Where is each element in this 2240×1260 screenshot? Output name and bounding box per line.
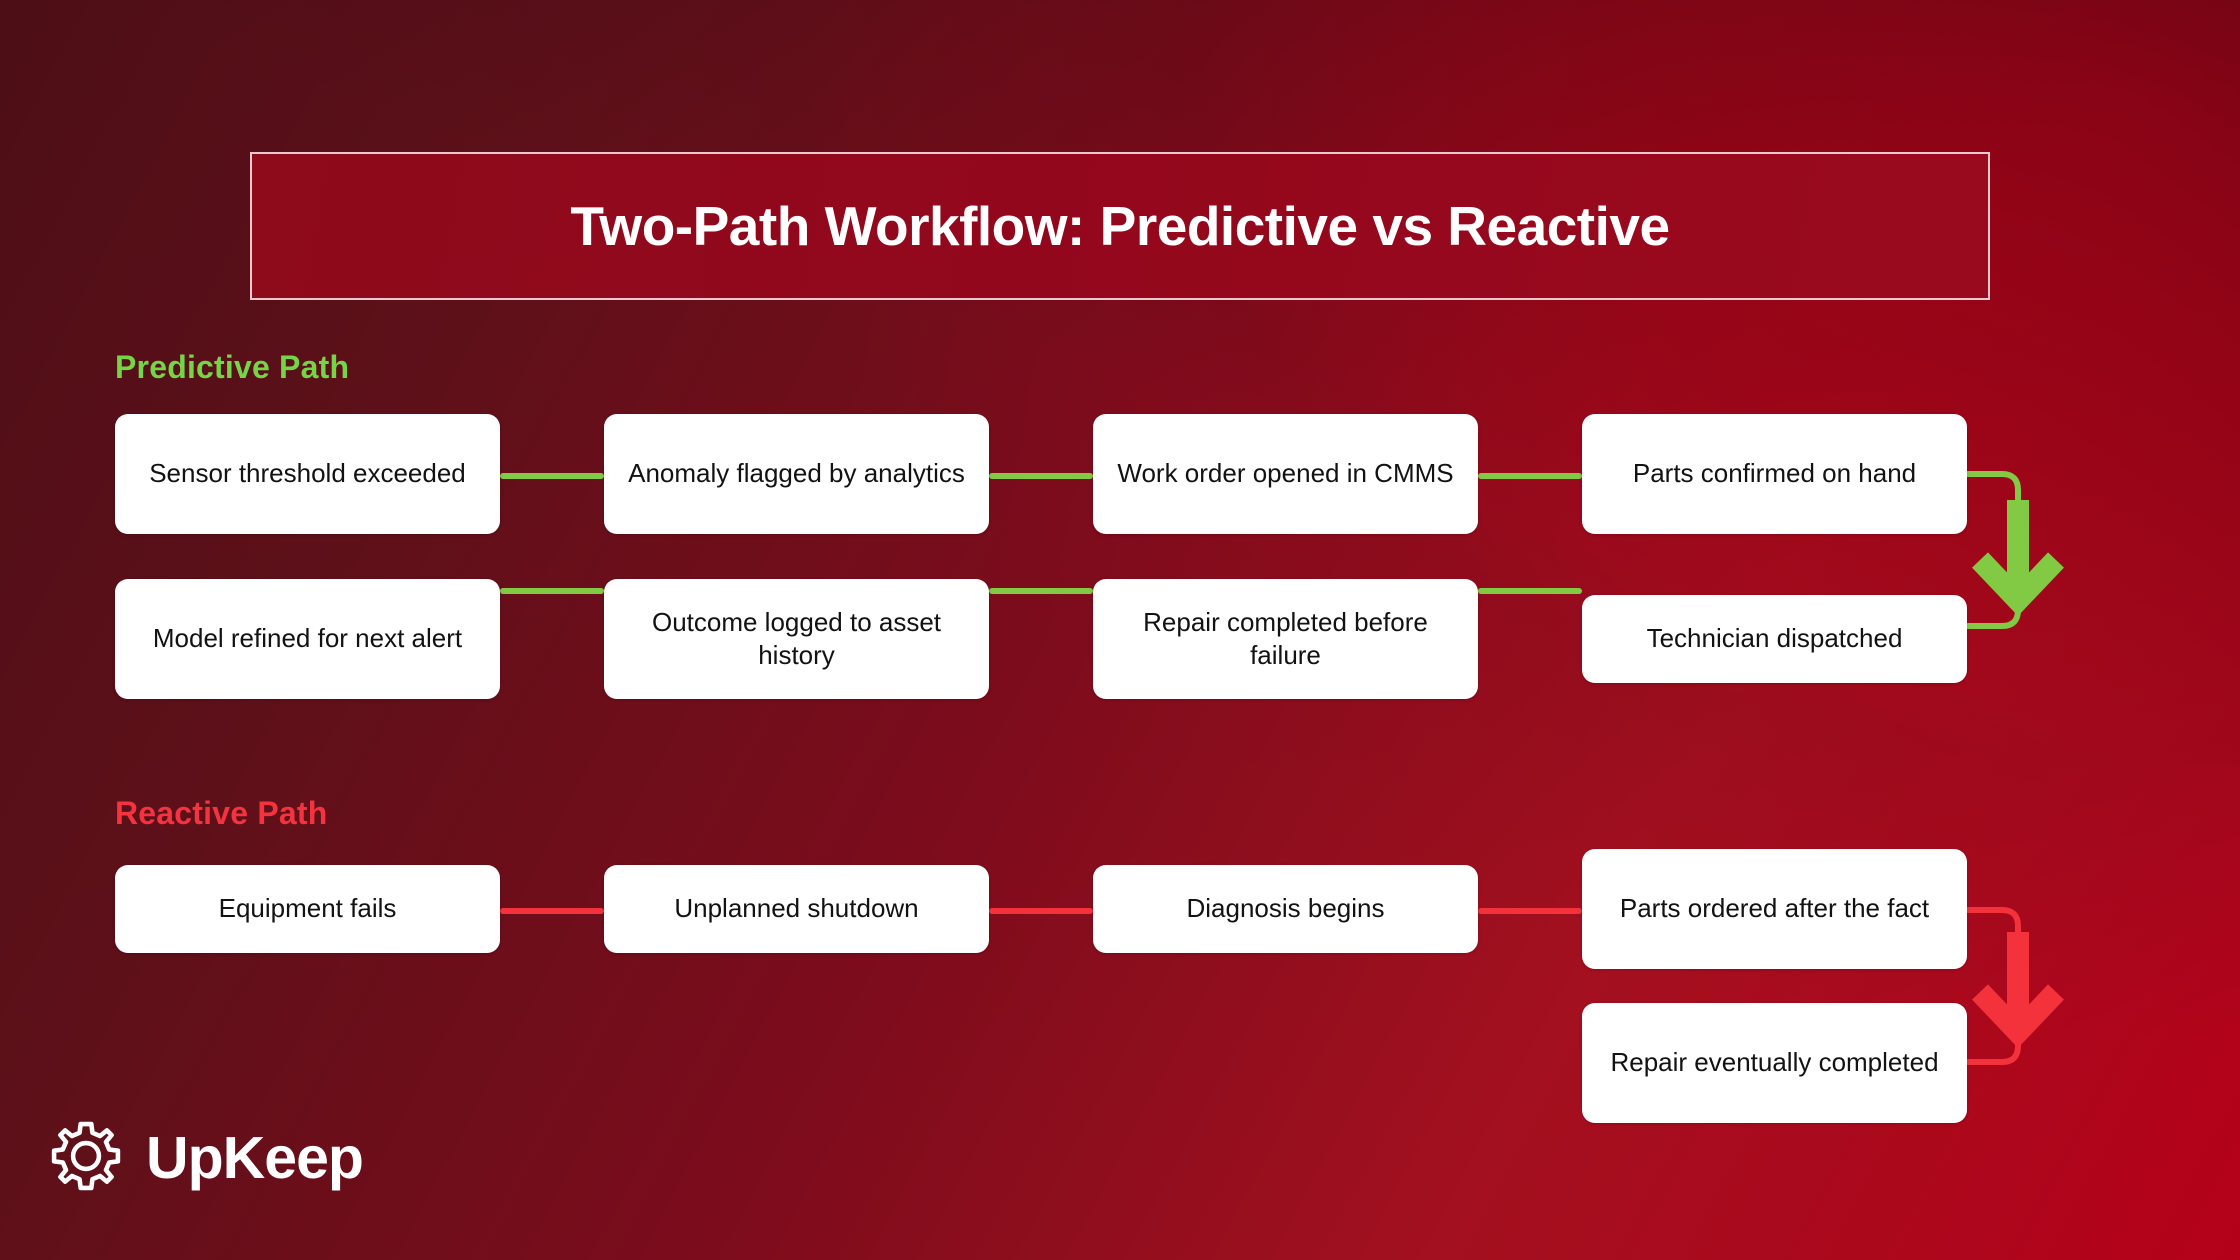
node-predictive-step-7[interactable]: Outcome logged to asset history (604, 579, 989, 699)
node-label: Equipment fails (218, 893, 397, 924)
node-label: Parts confirmed on hand (1632, 458, 1917, 489)
node-label: Outcome logged to asset history (651, 606, 942, 670)
node-predictive-step-5[interactable]: Technician dispatched (1582, 595, 1967, 683)
node-predictive-step-6[interactable]: Repair completed before failure (1093, 579, 1478, 699)
node-reactive-step-4[interactable]: Parts ordered after the fact (1582, 849, 1967, 969)
node-label: Technician dispatched (1646, 623, 1903, 654)
node-predictive-step-1[interactable]: Sensor threshold exceeded (115, 414, 500, 534)
node-reactive-step-3[interactable]: Diagnosis begins (1093, 865, 1478, 953)
connector-predictive-r2-1 (500, 588, 604, 594)
node-predictive-step-2[interactable]: Anomaly flagged by analytics (604, 414, 989, 534)
node-predictive-step-3[interactable]: Work order opened in CMMS (1093, 414, 1478, 534)
section-label-reactive: Reactive Path (115, 795, 328, 831)
node-reactive-step-5[interactable]: Repair eventually completed (1582, 1003, 1967, 1123)
connector-reactive-wrap (1957, 907, 2064, 1065)
node-predictive-step-8[interactable]: Model refined for next alert (115, 579, 500, 699)
page-title: Two-Path Workflow: Predictive vs Reactiv… (570, 195, 1670, 257)
node-label: Parts ordered after the fact (1619, 893, 1930, 924)
connector-reactive-r1-1 (500, 908, 604, 914)
node-label: Diagnosis begins (1186, 893, 1385, 924)
node-predictive-step-4[interactable]: Parts confirmed on hand (1582, 414, 1967, 534)
connector-reactive-r1-3 (1478, 908, 1582, 914)
node-label: Anomaly flagged by analytics (628, 458, 965, 489)
section-label-predictive: Predictive Path (115, 349, 350, 385)
connector-predictive-r1-1 (500, 473, 604, 479)
connector-predictive-r2-3 (1478, 588, 1582, 594)
logo-wordmark: UpKeep (146, 1125, 364, 1191)
node-label: Model refined for next alert (152, 623, 463, 654)
connector-predictive-r1-3 (1478, 473, 1582, 479)
node-reactive-step-2[interactable]: Unplanned shutdown (604, 865, 989, 953)
connector-predictive-r1-2 (989, 473, 1093, 479)
connector-predictive-r2-2 (989, 588, 1093, 594)
connector-reactive-r1-2 (989, 908, 1093, 914)
node-label: Unplanned shutdown (674, 893, 919, 924)
connector-predictive-wrap (1957, 471, 2064, 629)
node-label: Repair eventually completed (1610, 1047, 1939, 1078)
brand-logo: UpKeep (48, 1118, 364, 1199)
node-label: Repair completed before failure (1143, 606, 1428, 670)
gear-icon (48, 1118, 124, 1199)
node-reactive-step-1[interactable]: Equipment fails (115, 865, 500, 953)
node-label: Work order opened in CMMS (1117, 458, 1454, 489)
title-banner: Two-Path Workflow: Predictive vs Reactiv… (250, 152, 1990, 300)
node-label: Sensor threshold exceeded (149, 458, 466, 489)
